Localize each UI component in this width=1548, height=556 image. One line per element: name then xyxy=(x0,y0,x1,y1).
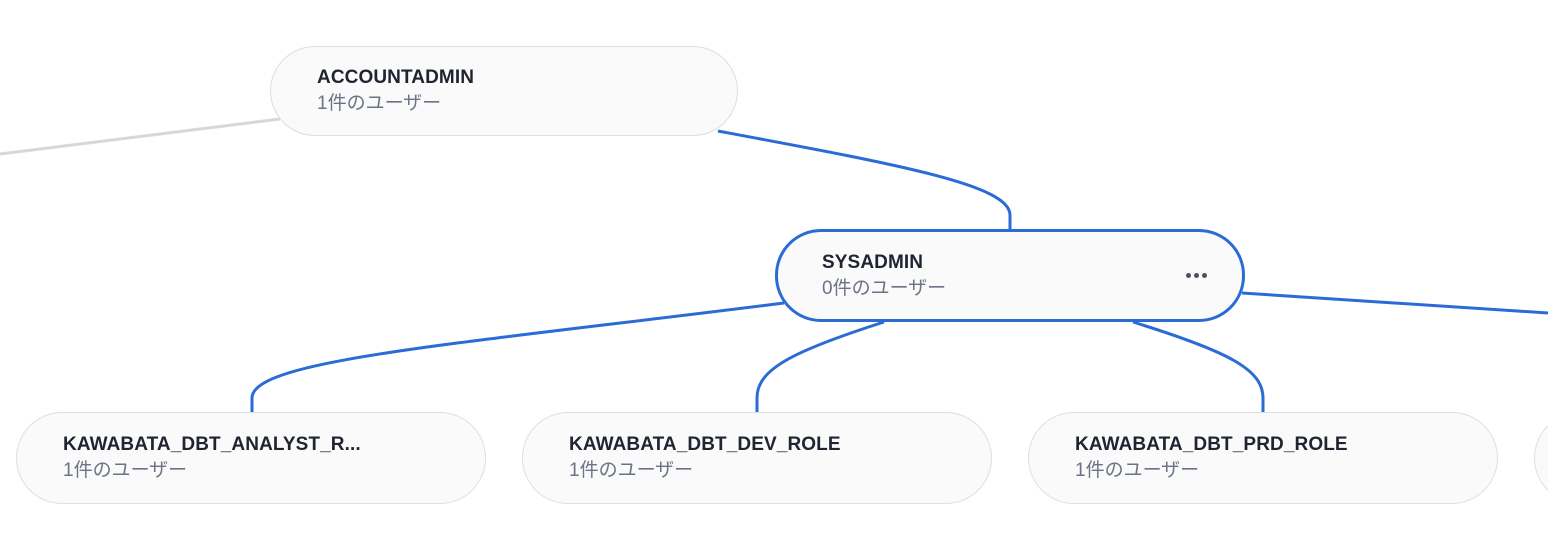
role-node-accountadmin[interactable]: ACCOUNTADMIN 1件のユーザー xyxy=(270,46,738,136)
role-name: KAWABATA_DBT_PRD_ROLE xyxy=(1075,434,1348,455)
edge-accountadmin-sysadmin xyxy=(717,129,1012,229)
role-name: KAWABATA_DBT_DEV_ROLE xyxy=(569,434,841,455)
role-node-prd-role[interactable]: KAWABATA_DBT_PRD_ROLE 1件のユーザー xyxy=(1028,412,1498,504)
role-user-count: 1件のユーザー xyxy=(1075,460,1200,481)
role-node-dev-role[interactable]: KAWABATA_DBT_DEV_ROLE 1件のユーザー xyxy=(522,412,992,504)
role-name: KAWABATA_DBT_ANALYST_R... xyxy=(63,434,361,455)
role-user-count: 1件のユーザー xyxy=(569,460,694,481)
more-icon-dot xyxy=(1193,273,1199,278)
edge-accountadmin-parent xyxy=(0,117,281,156)
edge-sysadmin-offscreen-role xyxy=(1241,291,1548,315)
role-node-sysadmin[interactable]: SYSADMIN 0件のユーザー xyxy=(775,229,1245,322)
edge-sysadmin-dev-role xyxy=(755,320,885,412)
more-horizontal-icon xyxy=(1185,273,1191,278)
more-options-button[interactable] xyxy=(1180,262,1212,290)
role-name: ACCOUNTADMIN xyxy=(317,67,475,88)
role-user-count: 0件のユーザー xyxy=(822,277,947,299)
edge-sysadmin-analyst-role xyxy=(250,301,785,412)
edge-sysadmin-prd-role xyxy=(1132,320,1265,412)
role-user-count: 1件のユーザー xyxy=(63,460,188,481)
role-node-analyst-role[interactable]: KAWABATA_DBT_ANALYST_R... 1件のユーザー xyxy=(16,412,486,504)
role-user-count: 1件のユーザー xyxy=(317,93,442,114)
more-icon-dot xyxy=(1201,273,1207,278)
role-name: SYSADMIN xyxy=(822,251,924,273)
